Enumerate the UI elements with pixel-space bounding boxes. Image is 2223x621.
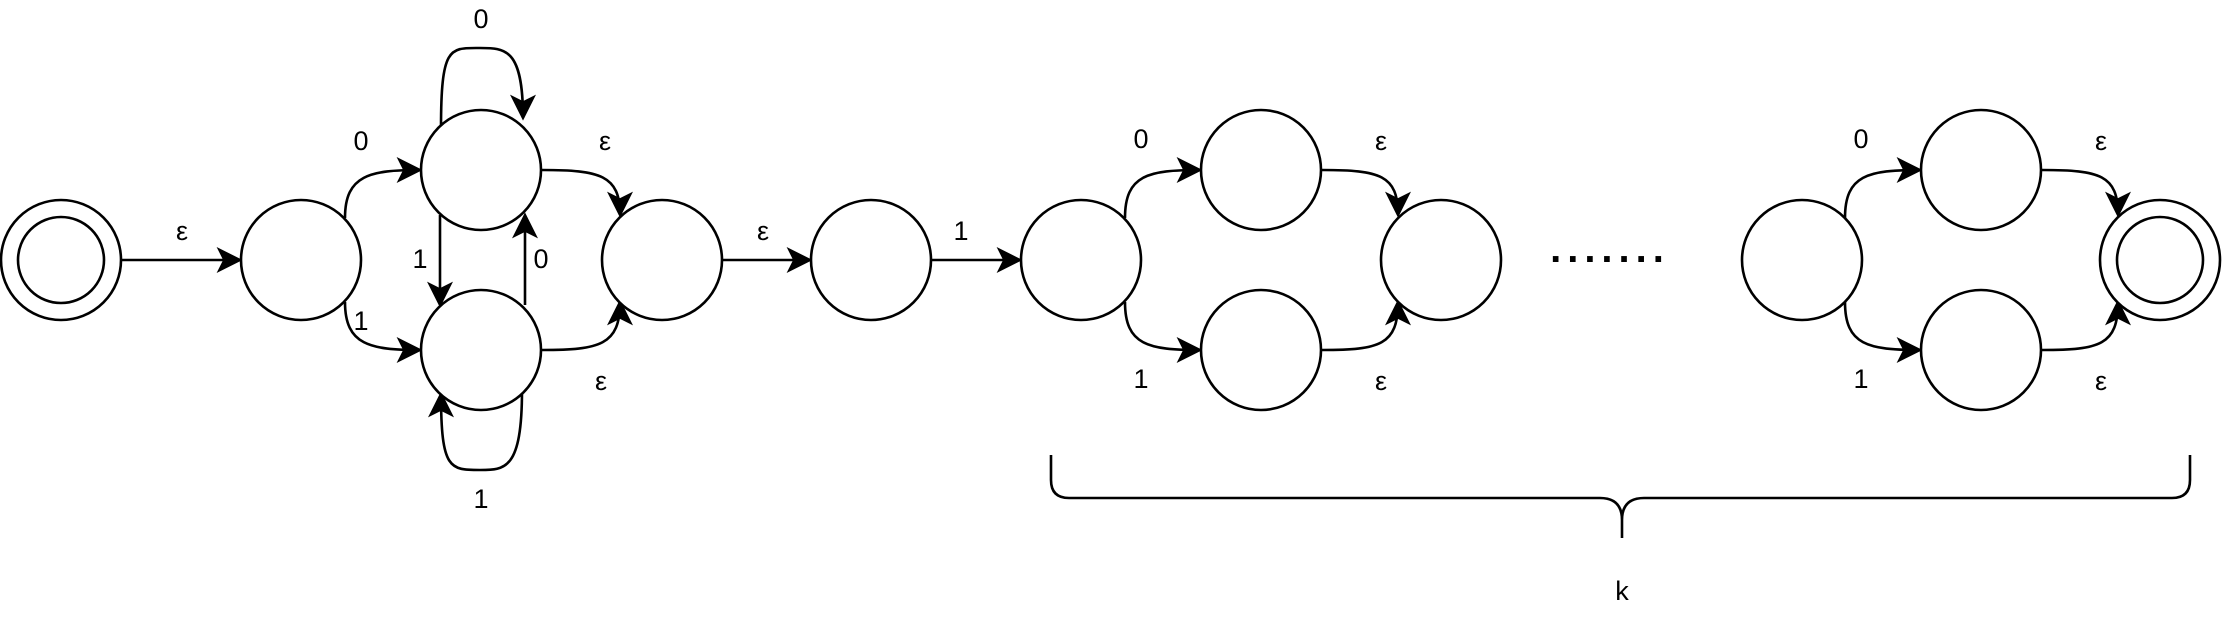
edge-g2-top-to-final: [2041, 168, 2131, 218]
label-c-loop: 1: [473, 484, 488, 514]
state-final-accepting: [2098, 198, 2222, 322]
ellipsis: .......: [1550, 227, 1670, 271]
edge-g1-bottom-to-out: [1321, 299, 1411, 352]
edge-a-to-c: [343, 301, 423, 363]
state-f: [1019, 198, 1143, 322]
state-g2-start: [1740, 198, 1864, 322]
group-brace: [1049, 455, 2192, 521]
edge-a-to-b: [343, 157, 423, 219]
label-b-to-c: 1: [412, 244, 427, 274]
label-g1-top: 0: [1133, 124, 1148, 154]
label-g2-bottom: 1: [1853, 364, 1868, 394]
edge-g1-f-to-bottom: [1123, 301, 1203, 363]
edge-g2-start-to-bottom: [1843, 301, 1923, 363]
labels: ε 0 1 0 1 0 1 ε ε ε 1 0 1 ε ε ....... 0 …: [176, 4, 2107, 606]
label-g1-top-out: ε: [1375, 126, 1387, 156]
label-g1-bottom: 1: [1133, 364, 1148, 394]
edge-b-to-d: [541, 168, 633, 218]
label-g2-bottom-out: ε: [2095, 366, 2107, 396]
label-e-to-f: 1: [953, 216, 968, 246]
label-g2-top: 0: [1853, 124, 1868, 154]
edge-g2-bottom-to-final: [2041, 299, 2131, 352]
label-b-loop: 0: [473, 4, 488, 34]
state-b: [419, 108, 543, 232]
label-g1-bottom-out: ε: [1375, 366, 1387, 396]
state-a: [239, 198, 363, 322]
edge-c-self-loop: [428, 389, 524, 472]
edges: [122, 46, 2131, 472]
state-g2-top: [1919, 108, 2043, 232]
state-c: [419, 288, 543, 412]
label-c-to-d: ε: [595, 366, 607, 396]
states: [0, 108, 2222, 412]
state-g1-bottom: [1199, 288, 1323, 412]
edge-g1-top-to-out: [1321, 168, 1411, 218]
state-g1-out: [1379, 198, 1503, 322]
label-start-to-a: ε: [176, 216, 188, 246]
edge-b-self-loop: [439, 46, 536, 129]
label-k: k: [1615, 576, 1629, 606]
edge-c-to-d: [541, 299, 633, 352]
edge-g2-start-to-top: [1843, 157, 1923, 219]
state-start-accepting: [0, 198, 123, 322]
label-g2-top-out: ε: [2095, 126, 2107, 156]
label-a-to-b: 0: [353, 126, 368, 156]
label-c-to-b: 0: [533, 244, 548, 274]
state-g2-bottom: [1919, 288, 2043, 412]
state-d: [600, 198, 724, 322]
edge-g1-f-to-top: [1123, 157, 1203, 219]
label-b-to-d: ε: [599, 126, 611, 156]
state-g1-top: [1199, 108, 1323, 232]
label-a-to-c: 1: [353, 306, 368, 336]
label-d-to-e: ε: [757, 216, 769, 246]
state-e: [809, 198, 933, 322]
